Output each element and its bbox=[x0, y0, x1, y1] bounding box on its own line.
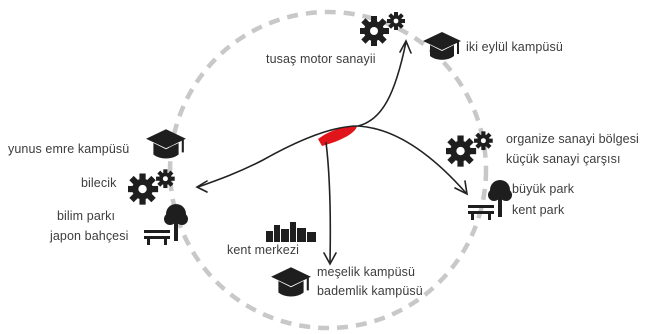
arrow-to-tusas-head bbox=[399, 39, 412, 54]
label-tusas-motor-sanayii: tusaş motor sanayii bbox=[266, 52, 376, 66]
dashed-boundary-circle bbox=[167, 9, 489, 331]
tree-icon bbox=[163, 202, 189, 242]
graduation-cap-icon bbox=[270, 265, 312, 299]
bench-icon bbox=[468, 202, 496, 220]
bench-icon bbox=[144, 227, 172, 245]
tree-icon bbox=[487, 178, 513, 218]
label-kent-park: kent park bbox=[512, 203, 565, 217]
graduation-cap-icon bbox=[145, 127, 187, 161]
red-accent-hill bbox=[318, 126, 357, 146]
arrow-to-organize bbox=[357, 125, 467, 194]
arrow-to-tusas bbox=[357, 41, 407, 127]
label-bilim-parki: bilim parkı bbox=[57, 209, 116, 223]
label-organize-sanayi-bolgesi: organize sanayi bölgesi bbox=[506, 132, 639, 146]
label-buyuk-park: büyük park bbox=[512, 182, 575, 196]
gears-icon bbox=[446, 130, 500, 168]
label-meselik-kampusu: meşelik kampüsü bbox=[317, 265, 416, 279]
label-japon-bahcesi: japon bahçesi bbox=[50, 229, 129, 243]
label-kent-merkezi: kent merkezi bbox=[227, 243, 300, 257]
label-bademlik-kampusu: bademlik kampüsü bbox=[317, 284, 423, 298]
arrow-to-bilecik bbox=[197, 125, 359, 188]
graduation-cap-icon bbox=[422, 30, 462, 62]
label-yunus-emre-kampusu: yunus emre kampüsü bbox=[8, 142, 130, 156]
label-kucuk-sanayi-carsisi: küçük sanayi çarşısı bbox=[506, 152, 621, 166]
arrow-to-bilecik-head bbox=[195, 180, 208, 193]
label-iki-eylul-kampusu: iki eylül kampüsü bbox=[466, 40, 563, 54]
city-buildings-icon bbox=[266, 222, 316, 242]
label-bilecik: bilecik bbox=[81, 176, 117, 190]
gears-icon bbox=[128, 168, 182, 206]
gears-icon bbox=[360, 11, 412, 47]
arrow-to-meselik bbox=[325, 141, 332, 263]
arrow-to-meselik-head bbox=[323, 252, 337, 266]
arrow-to-organize-head bbox=[454, 180, 469, 196]
